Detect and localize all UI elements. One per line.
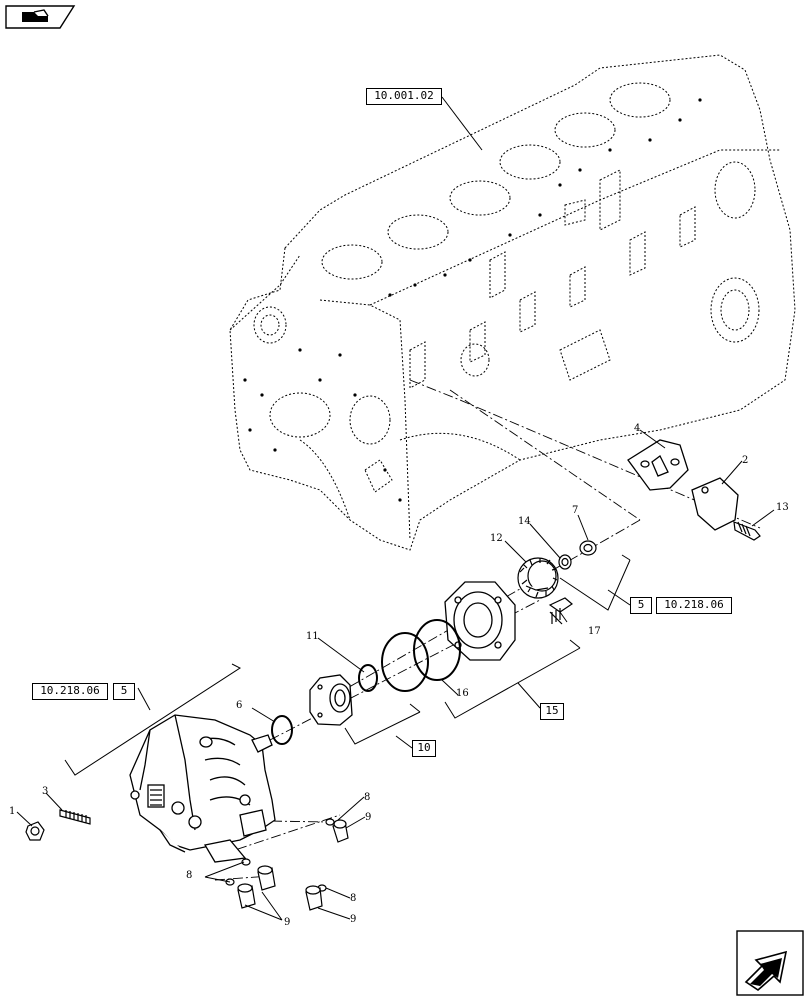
part-12-gear — [517, 557, 559, 599]
part-16-orings — [381, 619, 461, 692]
callout-1: 1 — [9, 806, 16, 817]
part-9-fittings — [237, 819, 349, 911]
ref-item-15: 15 — [540, 703, 564, 720]
part-13-bolt — [733, 521, 761, 541]
callout-6: 6 — [236, 700, 243, 711]
engine-block-drawing — [229, 54, 796, 551]
part-8-washers — [225, 818, 335, 892]
callout-3: 3 — [42, 786, 49, 797]
part-6-oring — [271, 715, 293, 745]
ref-pump-item-5: 5 — [113, 683, 135, 700]
ref-item-10: 10 — [412, 740, 436, 757]
callout-2: 2 — [742, 455, 749, 466]
part-5-pump — [129, 714, 276, 863]
part-3-stud — [59, 809, 91, 825]
part-14-washer — [558, 554, 572, 570]
part-1-nut — [25, 821, 45, 841]
part-17-stud — [548, 597, 573, 625]
ref-gear-item-5: 5 — [630, 597, 652, 614]
callout-9c: 9 — [350, 914, 357, 925]
callout-8b: 8 — [186, 870, 193, 881]
callout-7: 7 — [572, 505, 579, 516]
part-7-nut — [579, 540, 597, 556]
callout-11: 11 — [306, 631, 319, 642]
part-2-cover — [691, 477, 739, 531]
book-view-icon[interactable] — [4, 4, 76, 30]
leader-lines — [16, 96, 775, 921]
part-10-flange — [309, 674, 353, 726]
callout-16: 16 — [456, 688, 469, 699]
part-11-oring — [358, 664, 378, 692]
callout-12: 12 — [490, 533, 503, 544]
callout-14: 14 — [518, 516, 531, 527]
callout-8c: 8 — [350, 893, 357, 904]
ref-pump-10-218-06[interactable]: 10.218.06 — [32, 683, 108, 700]
next-page-arrow-icon[interactable] — [736, 930, 804, 996]
callout-9a: 9 — [365, 812, 372, 823]
ref-gear-10-218-06[interactable]: 10.218.06 — [656, 597, 732, 614]
ref-block-10-001-02[interactable]: 10.001.02 — [366, 88, 442, 105]
callout-9b: 9 — [284, 917, 291, 928]
callout-8a: 8 — [364, 792, 371, 803]
callout-13: 13 — [776, 502, 789, 513]
part-15-housing — [444, 581, 516, 661]
callout-17: 17 — [588, 626, 601, 637]
part-4-plate — [627, 439, 689, 491]
engine-block-holes — [243, 98, 702, 502]
callout-4: 4 — [634, 423, 641, 434]
